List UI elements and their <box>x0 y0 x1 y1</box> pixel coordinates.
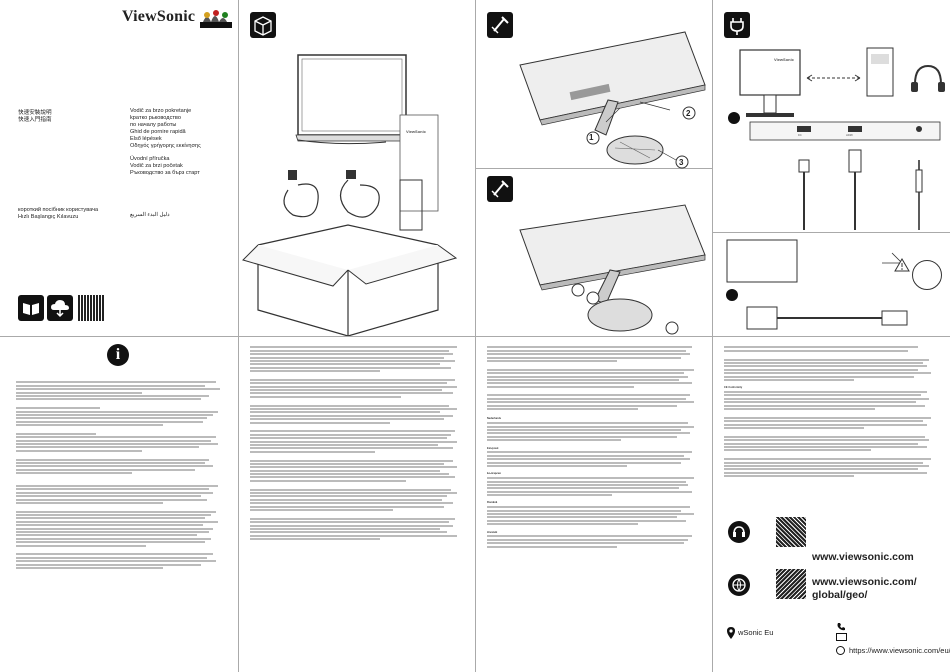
website-geo-line2[interactable]: global/geo/ <box>812 589 868 601</box>
monitor-logo-label: ViewSonic <box>774 57 794 62</box>
box-contents-illustration <box>242 54 458 336</box>
power-button-icon <box>912 260 942 290</box>
birds-logo-icon <box>200 10 232 28</box>
multilingual-text-block-3: CE Conformity <box>724 345 940 478</box>
port-hdmi-label: HDMI <box>846 134 853 137</box>
power-diagram <box>726 239 908 330</box>
box-icon <box>250 12 276 38</box>
step-1-label: 1 <box>589 133 594 142</box>
connections-panel: ViewSonic DC HDMI CE Conformity <box>712 0 950 672</box>
location-icon <box>726 626 736 640</box>
title-cs: Úvodní příručka <box>130 156 170 162</box>
title-hr: Vodič za brzi početak <box>130 163 183 169</box>
title-bg: Ръководство за бърз старт <box>130 170 200 176</box>
section-head-hr: Hrvatski <box>487 530 498 534</box>
title-zh-tw: 快速安裝說明 <box>18 110 52 116</box>
cover-panel: ViewSonic 快速安裝說明 快速入門指南 короткий посібни… <box>0 0 238 672</box>
assembly-panel: 1 2 3 Nederlands Ελληνικά Български <box>475 0 712 672</box>
step-3-label: 3 <box>679 158 684 167</box>
step-2-label: 2 <box>686 109 691 118</box>
section-head-bg: Български <box>487 472 501 476</box>
warning-icon <box>894 258 910 272</box>
info-icon: i <box>107 344 129 366</box>
stand-attach-illustration-1 <box>519 31 706 169</box>
title-zh-cn: 快速入門指南 <box>18 117 52 123</box>
website-primary[interactable]: www.viewsonic.com <box>812 551 914 563</box>
stand-attach-illustration-2 <box>519 204 706 335</box>
connection-diagram <box>728 47 945 230</box>
title-uk: короткий посібник користувача <box>18 207 99 213</box>
title-tr: Hızlı Başlangıç Kılavuzu <box>18 214 79 220</box>
title-ro: Ghid de pornire rapidă <box>130 129 186 135</box>
title-bs: Vodič za brzo pokretanje <box>130 108 192 114</box>
qr-code-support <box>776 517 806 547</box>
safety-text-block <box>16 380 226 570</box>
port-dc-label: DC <box>798 134 802 137</box>
cloud-download-icon <box>47 295 73 321</box>
title-ru: по началу работы <box>130 122 177 128</box>
section-head-ce: CE Conformity <box>724 386 743 390</box>
brand-logo: ViewSonic <box>122 8 196 25</box>
headset-support-icon <box>728 521 750 543</box>
globe-box-icon <box>728 574 750 596</box>
social-handle: wSonic Eu <box>738 628 774 637</box>
phone-icon <box>836 619 846 631</box>
social-url[interactable]: https://www.viewsonic.com/eu/ <box>849 646 950 655</box>
qr-code-geo <box>776 569 806 599</box>
section-head-ro: Română <box>487 501 498 505</box>
monitor-box-logo: ViewSonic <box>406 129 426 134</box>
title-mk: kpaтко рьководство <box>130 115 181 121</box>
power-plug-icon <box>724 12 750 38</box>
multilingual-text-block-1 <box>250 345 466 541</box>
section-head-gr: Ελληνικά <box>487 446 499 450</box>
globe-icon <box>836 646 845 655</box>
screwdriverless-icon <box>487 12 513 38</box>
title-hu: Első lépések <box>130 136 162 142</box>
mail-icon <box>836 633 847 641</box>
screwdriverless-icon-2 <box>487 176 513 202</box>
book-icon <box>18 295 44 321</box>
box-contents-panel: ViewSonic <box>238 0 475 672</box>
title-ar: دليل البدء السريع <box>130 212 170 218</box>
multilingual-text-block-2: Nederlands Ελληνικά Български Română Hrv… <box>487 345 703 549</box>
section-head-nl: Nederlands <box>487 417 502 421</box>
website-geo-line1[interactable]: www.viewsonic.com/ <box>812 576 917 588</box>
title-el: Οδηγός γρήγορης εκκίνησης <box>130 143 201 149</box>
qr-code <box>78 295 104 321</box>
